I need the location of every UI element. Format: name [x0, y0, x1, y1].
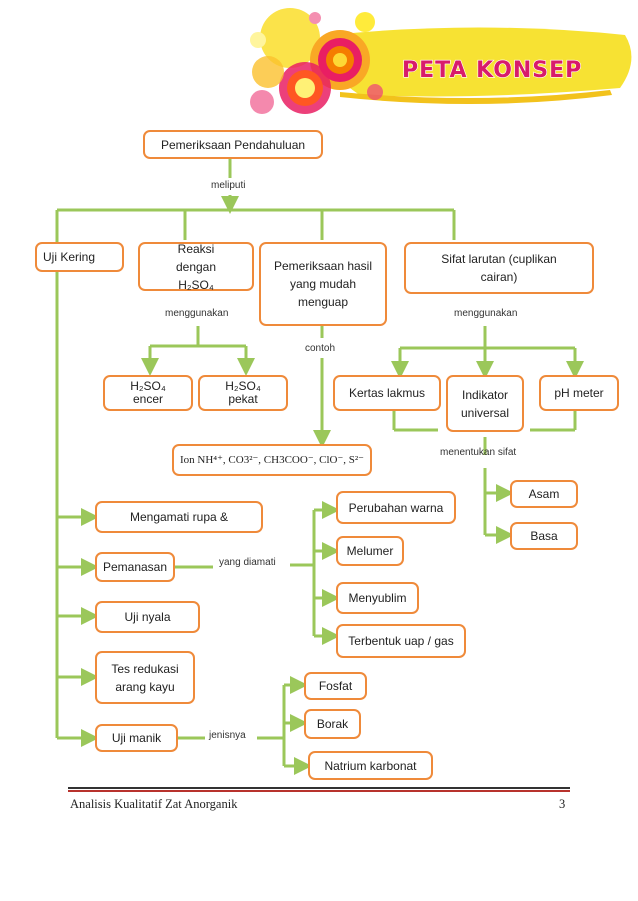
node-pemeriksaan-pendahuluan: Pemeriksaan Pendahuluan — [143, 130, 323, 159]
footer-page-number: 3 — [559, 797, 566, 811]
node-basa: Basa — [510, 522, 578, 550]
label-contoh: contoh — [305, 343, 336, 354]
footer-rule-red — [68, 790, 570, 792]
label-jenisnya: jenisnya — [209, 730, 246, 741]
node-perubahan-warna: Perubahan warna — [336, 491, 456, 524]
node-borak: Borak — [304, 709, 361, 739]
node-natrium-karbonat: Natrium karbonat — [308, 751, 433, 780]
node-uji-nyala: Uji nyala — [95, 601, 200, 633]
node-mengamati-rupa: Mengamati rupa & — [95, 501, 263, 533]
node-ion-list: Ion NH⁴⁺, CO3²⁻, CH3COO⁻, ClO⁻, S²⁻ — [172, 444, 372, 476]
node-uji-kering: Uji Kering — [35, 242, 124, 272]
node-pemeriksaan-hasil: Pemeriksaan hasil yang mudah menguap — [259, 242, 387, 326]
node-tes-reduksi: Tes redukasi arang kayu — [95, 651, 195, 704]
label-yang-diamati: yang diamati — [219, 557, 276, 568]
page-title: PETA KONSEP — [402, 58, 582, 83]
label-menggunakan-sifat: menggunakan — [454, 308, 518, 319]
node-h2so4-pekat: H₂SO₄ pekat — [198, 375, 288, 411]
node-ph-meter: pH meter — [539, 375, 619, 411]
footer-left-text: Analisis Kualitatif Zat Anorganik — [70, 797, 238, 811]
node-terbentuk-uap: Terbentuk uap / gas — [336, 624, 466, 658]
node-menyublim: Menyublim — [336, 582, 419, 614]
node-kertas-lakmus: Kertas lakmus — [333, 375, 441, 411]
node-fosfat: Fosfat — [304, 672, 367, 700]
label-meliputi: meliputi — [211, 180, 246, 191]
header-decoration: PETA KONSEP — [250, 8, 632, 114]
node-sifat-larutan: Sifat larutan (cuplikan cairan) — [404, 242, 594, 294]
node-h2so4-encer: H₂SO₄ encer — [103, 375, 193, 411]
footer-rule-dark — [68, 787, 570, 789]
node-melumer: Melumer — [336, 536, 404, 566]
label-menggunakan-reaksi: menggunakan — [165, 308, 229, 319]
node-indikator-universal: Indikator universal — [446, 375, 524, 432]
node-reaksi-h2so4: Reaksi dengan H₂SO₄ — [138, 242, 254, 292]
node-uji-manik: Uji manik — [95, 724, 178, 752]
node-asam: Asam — [510, 480, 578, 508]
label-menentukan-sifat: menentukan sifat — [440, 447, 517, 458]
node-pemanasan: Pemanasan — [95, 552, 175, 582]
